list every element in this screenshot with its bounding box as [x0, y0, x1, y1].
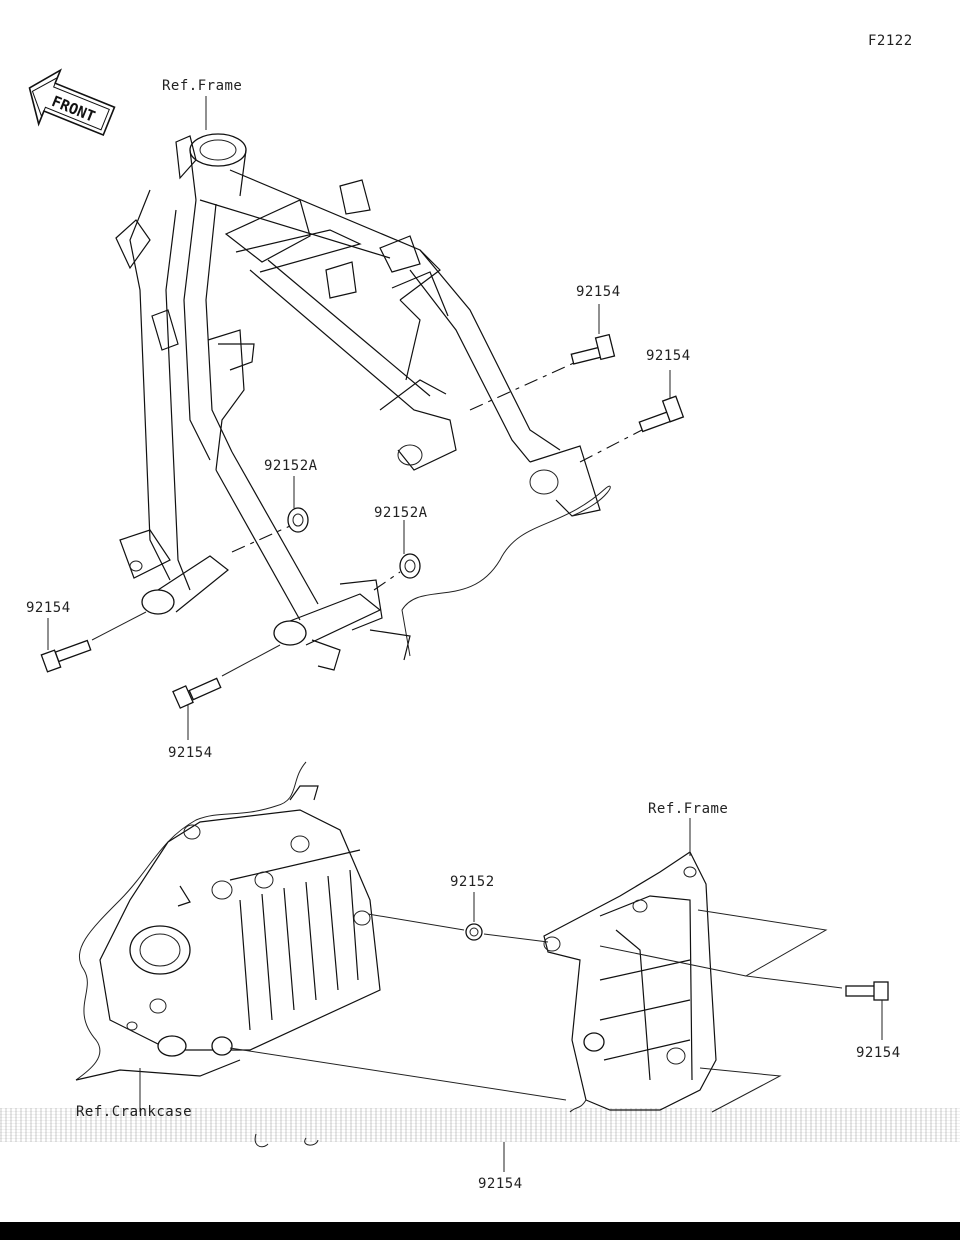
collar-92152[interactable] — [465, 892, 483, 941]
frame-illustration — [115, 133, 611, 671]
bolt-92154-upper-right[interactable] — [570, 304, 616, 365]
front-arrow-icon: FRONT — [28, 68, 116, 137]
bolt-92154-bottom-center[interactable] — [254, 1133, 319, 1148]
part-label-92154-b: 92154 — [646, 348, 691, 364]
bottom-black-bar — [0, 1222, 960, 1240]
part-label-92152: 92152 — [450, 874, 495, 890]
bolt-92154-lower[interactable] — [172, 677, 222, 740]
part-label-92154-c: 92154 — [26, 600, 71, 616]
part-label-92154-d: 92154 — [168, 745, 213, 761]
bolt-92154-right[interactable] — [638, 370, 685, 433]
scan-artifact-band — [0, 1108, 960, 1142]
collar-92152a-right[interactable] — [399, 520, 421, 579]
collar-92152a-left[interactable] — [287, 476, 309, 533]
ref-frame-top-label: Ref.Frame — [162, 78, 242, 94]
part-label-92154-f: 92154 — [478, 1176, 523, 1192]
frame-bracket-illustration — [543, 851, 717, 1113]
part-label-92152a-right: 92152A — [374, 505, 428, 521]
part-label-92154-a: 92154 — [576, 284, 621, 300]
figure-code: F2122 — [868, 33, 913, 49]
bolt-92154-left[interactable] — [40, 618, 92, 673]
crankcase-illustration — [75, 761, 381, 1112]
bolt-92154-bottom-right[interactable] — [845, 981, 889, 1040]
ref-frame-bottom-label: Ref.Frame — [648, 801, 728, 817]
ref-crankcase-label: Ref.Crankcase — [76, 1104, 192, 1120]
part-label-92152a-left: 92152A — [264, 458, 318, 474]
part-label-92154-e: 92154 — [856, 1045, 901, 1061]
